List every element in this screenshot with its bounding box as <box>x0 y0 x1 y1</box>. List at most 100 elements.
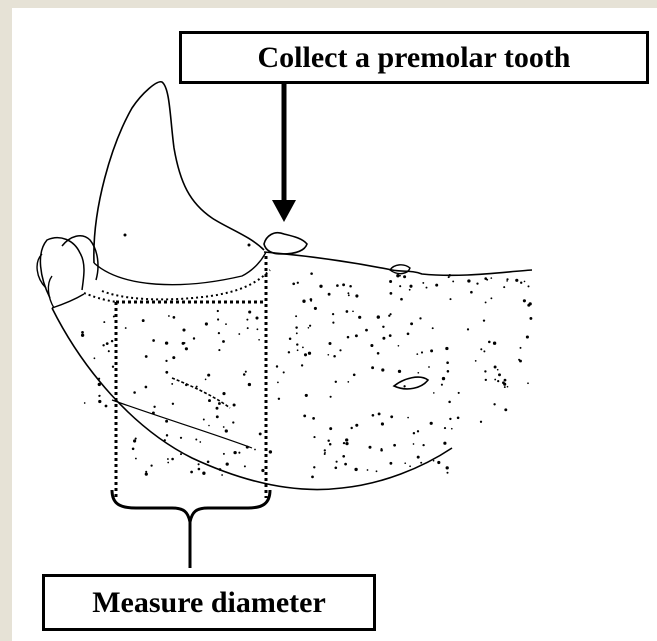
stipple-dot <box>407 417 409 419</box>
stipple-dot <box>403 275 406 278</box>
stipple-dot <box>358 316 361 319</box>
stipple-dot <box>480 348 482 350</box>
stipple-dot <box>223 426 225 428</box>
stipple-dot <box>195 439 197 441</box>
stipple-dot <box>430 422 433 425</box>
stipple-dot <box>342 455 345 458</box>
stipple-dot <box>377 315 380 318</box>
stipple-dot <box>216 407 219 410</box>
arrow-head-icon <box>272 200 296 222</box>
stipple-dot <box>413 432 415 434</box>
diagram-canvas: Collect a premolar tooth Measure diamete… <box>12 8 657 641</box>
stipple-dot <box>81 331 84 334</box>
stipple-dot <box>527 285 529 287</box>
stipple-dot <box>520 282 522 284</box>
stipple-dot <box>490 277 492 279</box>
stipple-dot <box>382 326 384 328</box>
stipple-dot <box>172 403 174 405</box>
stipple-dot <box>259 432 262 435</box>
stipple-dot <box>105 405 108 408</box>
stipple-dot <box>173 316 176 319</box>
mental-foramen <box>394 377 428 389</box>
stipple-dot <box>389 334 392 337</box>
stipple-dot <box>381 368 384 371</box>
canine-crown-base <box>94 252 266 285</box>
stipple-dot <box>238 452 240 454</box>
stipple-dot <box>165 341 168 344</box>
stipple-dot <box>276 365 278 367</box>
stipple-dot <box>245 371 247 373</box>
jaw-left-edge <box>52 294 84 308</box>
stipple-dot <box>483 319 485 321</box>
stipple-dot <box>199 441 201 443</box>
stipple-dot <box>292 282 295 285</box>
stipple-dot <box>485 301 487 303</box>
stipple-dot <box>180 453 182 455</box>
canine-tooth-outline <box>94 82 264 263</box>
stipple-dot <box>483 350 485 352</box>
stipple-dot <box>113 316 115 318</box>
stipple-dot <box>345 442 348 445</box>
stipple-dot <box>233 403 236 406</box>
stipple-dot <box>399 285 401 287</box>
stipple-dot <box>217 310 219 312</box>
small-tooth <box>390 265 410 274</box>
stipple-dot <box>165 371 168 374</box>
stipple-dot <box>225 323 227 325</box>
canine-dot <box>124 234 127 237</box>
stipple-dot <box>448 276 450 278</box>
stipple-dot <box>443 442 446 445</box>
stipple-dot <box>350 427 352 429</box>
stipple-dot <box>152 411 155 414</box>
stipple-dot <box>145 386 148 389</box>
stipple-dot <box>333 355 336 358</box>
stipple-dot <box>103 321 105 323</box>
stipple-dot <box>243 373 246 376</box>
jaw-lower-edge <box>52 308 452 489</box>
stipple-dot <box>153 406 155 408</box>
stipple-dot <box>246 319 248 321</box>
stipple-dot <box>329 427 332 430</box>
stipple-dot <box>247 327 249 329</box>
stipple-dot <box>476 282 478 284</box>
stipple-dot <box>393 444 396 447</box>
stipple-dot <box>102 344 104 346</box>
stipple-dot <box>106 342 109 345</box>
stipple-dot <box>486 279 488 281</box>
stipple-dot <box>515 279 518 282</box>
stipple-dot <box>313 436 315 438</box>
stipple-dot <box>448 401 451 404</box>
stipple-dot <box>475 360 477 362</box>
stipple-dot <box>312 417 315 420</box>
stipple-dot <box>371 366 374 369</box>
stipple-dot <box>428 366 430 368</box>
stipple-dot <box>355 334 358 337</box>
stipple-dot <box>467 328 469 330</box>
stipple-dot <box>225 429 228 432</box>
stipple-dot <box>372 414 375 417</box>
stipple-dot <box>305 394 308 397</box>
stipple-dot <box>258 339 260 341</box>
stipple-dot <box>432 327 434 329</box>
stipple-dot <box>498 373 501 376</box>
incisor-outline <box>40 238 84 298</box>
stipple-dot <box>345 438 348 441</box>
stipple-dot <box>185 347 188 350</box>
stipple-dot <box>458 392 460 394</box>
stipple-dot <box>98 378 100 380</box>
stipple-dot <box>449 298 451 300</box>
stipple-dot <box>330 396 332 398</box>
stipple-dot <box>196 386 198 388</box>
stipple-dot <box>327 354 329 356</box>
stipple-dot <box>171 458 174 461</box>
stipple-dot <box>261 469 264 472</box>
stipple-dot <box>145 355 148 358</box>
stipple-dot <box>467 279 470 282</box>
stipple-dot <box>437 461 440 464</box>
stipple-dot <box>349 285 352 288</box>
stipple-dot <box>248 383 251 386</box>
stipple-dot <box>389 462 392 465</box>
stipple-dot <box>296 343 298 345</box>
stipple-dot <box>417 430 419 432</box>
stipple-dot <box>452 280 454 282</box>
